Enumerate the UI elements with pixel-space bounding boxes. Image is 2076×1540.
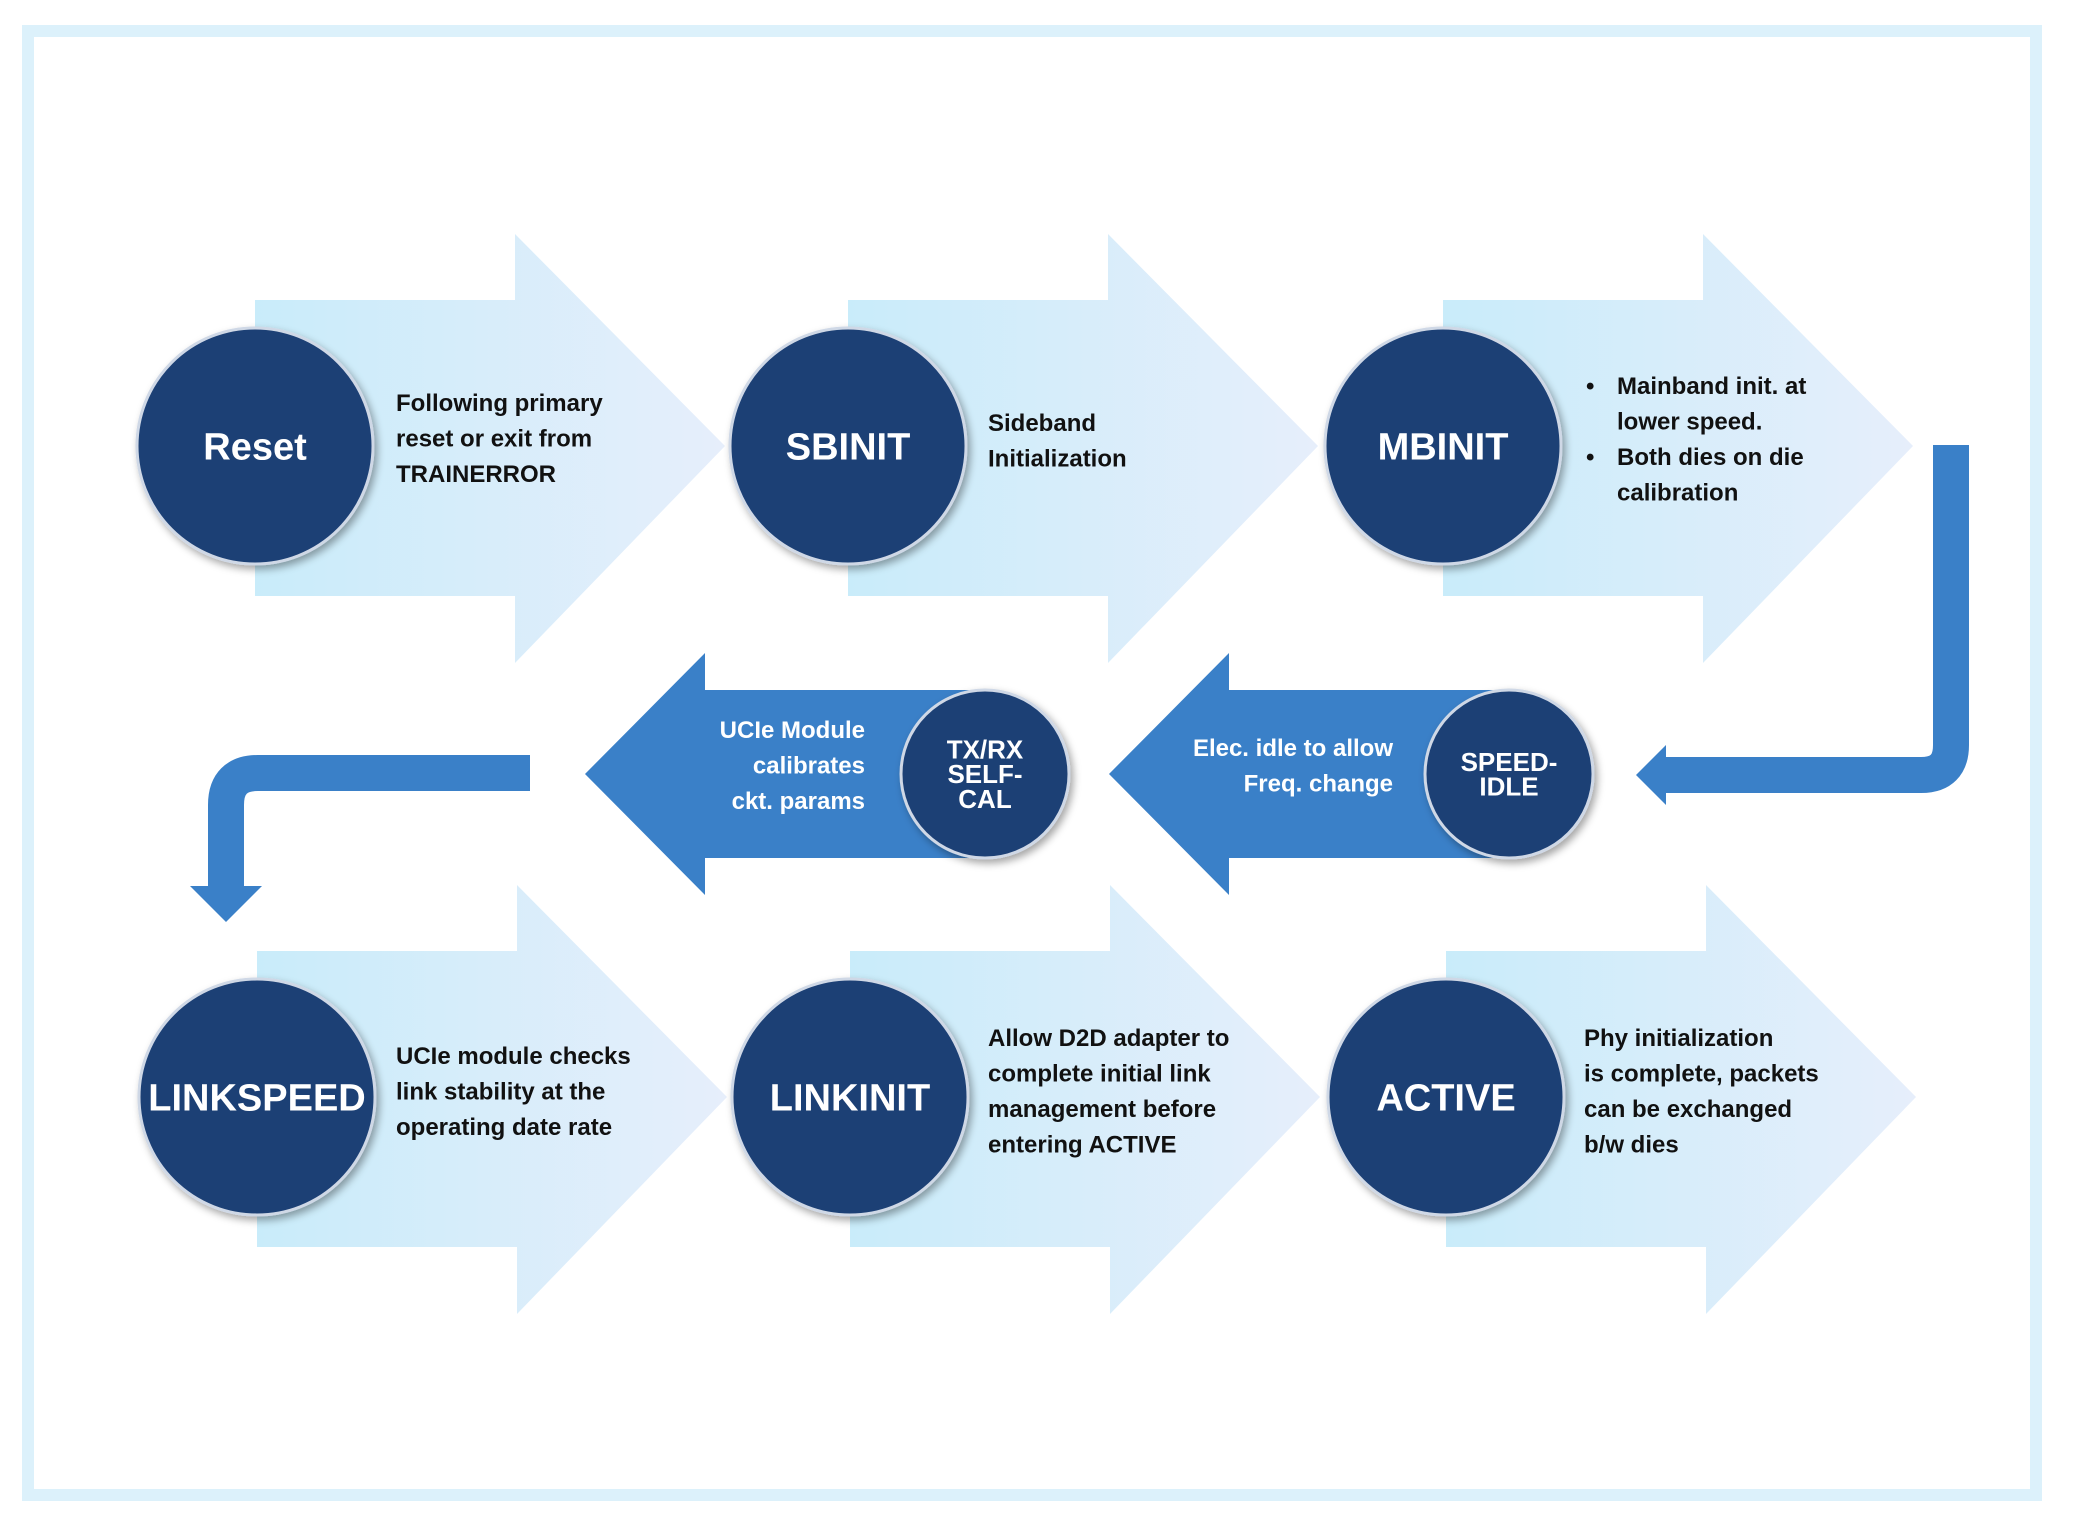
connector-arrowhead-down <box>190 886 262 922</box>
step-label: SPEED- <box>1461 747 1558 777</box>
step-description: Allow D2D adapter to <box>988 1025 1229 1052</box>
bullet-icon: • <box>1586 373 1594 400</box>
step-description: TRAINERROR <box>396 461 556 488</box>
step-circle-active <box>1326 977 1566 1217</box>
step-label: IDLE <box>1479 771 1538 801</box>
step-mbinit: MBINIT • Mainband init. at lower speed. • Bot… <box>1323 326 1806 566</box>
step-circle-linkspeed <box>137 977 377 1217</box>
step-description: can be exchanged <box>1584 1096 1792 1123</box>
step-description: b/w dies <box>1584 1132 1679 1159</box>
step-label: CAL <box>958 784 1012 814</box>
step-description: UCIe Module <box>720 717 865 744</box>
arrow-linkspeed <box>257 885 727 1314</box>
step-description: calibrates <box>753 753 865 780</box>
arrow-mbinit <box>1443 234 1913 663</box>
connectors-layer <box>190 445 1969 922</box>
step-description: Both dies on die <box>1617 444 1804 471</box>
bullet-icon: • <box>1586 444 1594 471</box>
step-active: ACTIVE Phy initialization is complete, pac… <box>1326 977 1819 1217</box>
arrow-speedidle <box>1109 653 1519 895</box>
arrows-layer <box>255 234 1916 1314</box>
step-description: entering ACTIVE <box>988 1132 1176 1159</box>
step-description: Elec. idle to allow <box>1193 735 1393 762</box>
step-description: Phy initialization <box>1584 1025 1773 1052</box>
step-description: UCIe module checks <box>396 1043 631 1070</box>
step-circle-sbinit <box>728 326 968 566</box>
arrow-txrxselfcal <box>585 653 995 895</box>
step-description: is complete, packets <box>1584 1061 1819 1088</box>
step-label: LINKINIT <box>770 1077 930 1119</box>
step-reset: Reset Following primary reset or exit from… <box>135 326 603 566</box>
step-label: SELF- <box>947 759 1022 789</box>
step-circle-mbinit <box>1323 326 1563 566</box>
step-label: Reset <box>203 426 307 468</box>
step-circle-linkinit <box>730 977 970 1217</box>
step-label: LINKSPEED <box>148 1077 365 1119</box>
nodes-layer: Reset Following primary reset or exit from… <box>135 326 1819 1217</box>
step-label: ACTIVE <box>1376 1077 1515 1119</box>
step-circle-speedidle <box>1423 688 1595 860</box>
step-label: SBINIT <box>786 426 911 468</box>
step-description: complete initial link <box>988 1061 1211 1088</box>
step-description: Sideband <box>988 410 1096 437</box>
arrow-linkinit <box>850 885 1320 1314</box>
connector-txrx-to-linkspeed <box>208 755 530 886</box>
step-description: management before <box>988 1096 1216 1123</box>
connector-arrowhead-left <box>1636 745 1666 805</box>
step-description: calibration <box>1617 480 1738 507</box>
step-label: MBINIT <box>1378 426 1509 468</box>
step-linkspeed: LINKSPEED UCIe module checks link stabilit… <box>137 977 631 1217</box>
arrow-reset <box>255 234 725 663</box>
step-description: lower speed. <box>1617 409 1762 436</box>
step-description: Following primary <box>396 390 603 417</box>
step-circle-txrxselfcal <box>899 688 1071 860</box>
step-description: Freq. change <box>1244 771 1393 798</box>
step-description: link stability at the <box>396 1079 605 1106</box>
step-description: Initialization <box>988 446 1127 473</box>
diagram-frame <box>22 25 2042 1501</box>
step-description: reset or exit from <box>396 426 592 453</box>
step-description: ckt. params <box>732 788 865 815</box>
connector-mbinit-to-speedidle <box>1660 445 1969 793</box>
step-linkinit: LINKINIT Allow D2D adapter to complete ini… <box>730 977 1229 1217</box>
step-description: Mainband init. at <box>1617 373 1806 400</box>
step-circle-reset <box>135 326 375 566</box>
arrow-active <box>1446 885 1916 1314</box>
step-description: operating date rate <box>396 1114 612 1141</box>
arrow-sbinit <box>848 234 1318 663</box>
step-label: TX/RX <box>947 734 1024 764</box>
